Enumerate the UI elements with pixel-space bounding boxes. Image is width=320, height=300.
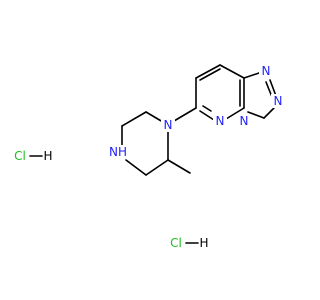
- molecule-structure: N NH N N N N Cl H Cl H: [14, 64, 285, 250]
- bond: [173, 107, 197, 122]
- atom-label: N: [274, 94, 283, 108]
- hydrogen-label: H: [199, 236, 208, 250]
- atom-label: N: [262, 64, 271, 78]
- bond: [269, 79, 277, 97]
- bond: [247, 111, 265, 119]
- bond: [167, 159, 191, 174]
- bond: [199, 68, 221, 81]
- bond: [195, 64, 221, 79]
- bond: [199, 110, 215, 121]
- hydrochloride-salt: Cl H: [170, 236, 208, 250]
- bond: [263, 107, 275, 119]
- hydrochloride-salt: Cl H: [14, 149, 52, 163]
- chlorine-label: Cl: [170, 236, 182, 250]
- bond: [219, 64, 245, 79]
- atom-label: NH: [109, 145, 127, 159]
- atom-label: N: [216, 114, 225, 128]
- bond: [202, 105, 212, 112]
- bond-layer: [121, 64, 277, 176]
- atom-label: N: [240, 114, 249, 128]
- bond: [225, 107, 245, 120]
- atom-label: N: [164, 118, 173, 132]
- bond: [145, 159, 169, 176]
- atom-layer: N NH N N N N: [106, 64, 285, 159]
- chlorine-label: Cl: [14, 149, 26, 163]
- bond: [125, 159, 147, 176]
- hydrogen-label: H: [43, 149, 52, 163]
- bond: [121, 111, 147, 127]
